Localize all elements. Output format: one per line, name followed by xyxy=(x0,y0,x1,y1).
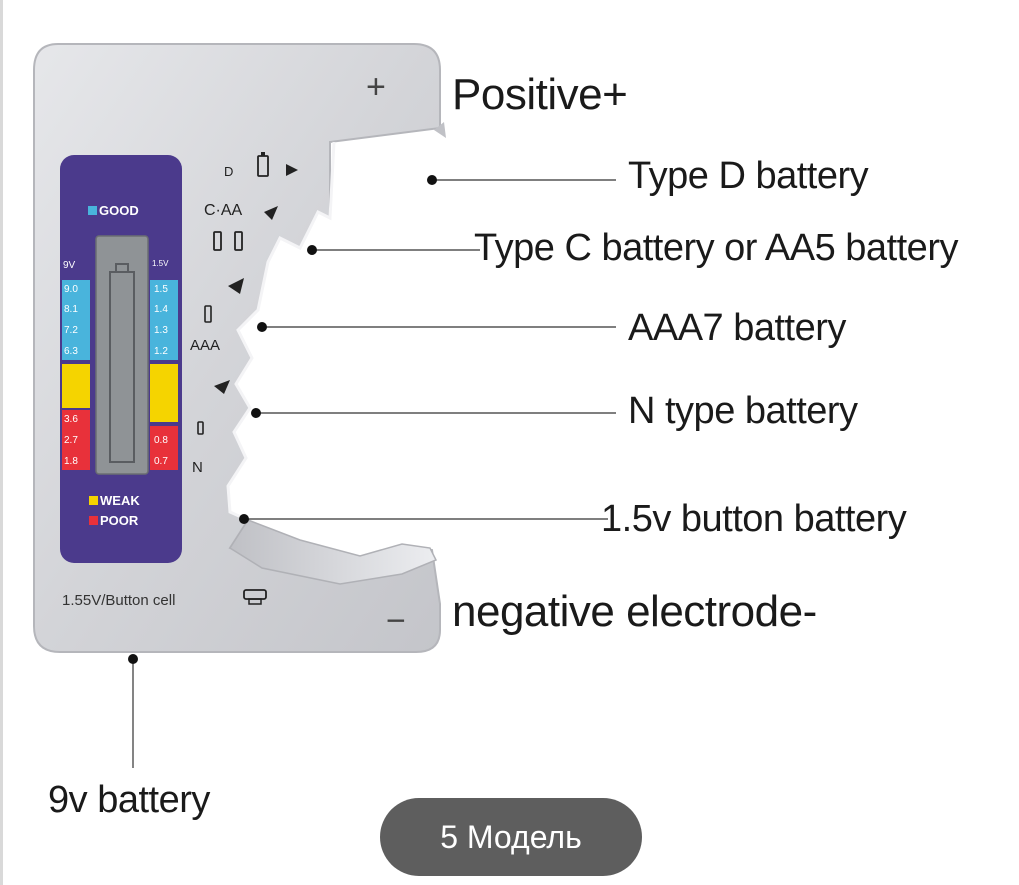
scale-right-value: 1.4 xyxy=(154,304,168,315)
callout-type-c: Type C battery or AA5 battery xyxy=(474,227,958,269)
scale-left-value: 7.2 xyxy=(64,325,78,336)
leader-lines xyxy=(128,175,616,768)
callout-9v: 9v battery xyxy=(48,779,210,821)
callout-type-d: Type D battery xyxy=(628,155,869,197)
callout-aaa7: AAA7 battery xyxy=(628,307,846,349)
right-weak-zone xyxy=(150,364,178,422)
scale-left-value: 1.8 xyxy=(64,456,78,467)
scale-right-header: 1.5V xyxy=(152,259,169,268)
scale-left-header: 9V xyxy=(63,260,76,271)
dot-type-c xyxy=(307,245,317,255)
scale-left-value: 8.1 xyxy=(64,304,78,315)
dot-n-type xyxy=(251,408,261,418)
arrow-caa-icon xyxy=(264,206,278,220)
callout-positive: Positive+ xyxy=(452,70,628,119)
scale-left-value: 9.0 xyxy=(64,284,78,295)
scale-right-value: 1.2 xyxy=(154,346,168,357)
left-weak-zone xyxy=(62,364,90,408)
battery-c-icon xyxy=(213,231,222,251)
dot-type-d xyxy=(427,175,437,185)
slider-arm xyxy=(228,519,438,585)
model-badge[interactable]: 5 Модель xyxy=(380,798,642,876)
arrow-d-icon xyxy=(286,164,298,176)
scale-right-value: 0.8 xyxy=(154,435,168,446)
slot-label-caa: C·AA xyxy=(204,202,243,219)
button-cell-label: 1.55V/Button cell xyxy=(62,592,175,609)
battery-aa-icon xyxy=(234,231,243,251)
right-good-zone xyxy=(150,280,178,360)
weak-swatch xyxy=(89,496,98,505)
slot-label-aaa: AAA xyxy=(190,337,220,354)
dot-aaa7 xyxy=(257,322,267,332)
scale-right-value: 0.7 xyxy=(154,456,168,467)
battery-n-icon xyxy=(197,421,204,435)
left-poor-zone xyxy=(62,410,90,470)
plus-sign: + xyxy=(366,68,386,106)
scale-left-value: 6.3 xyxy=(64,346,78,357)
indicator-panel: GOOD 9V 1.5V 9.0 8.1 7.2 6.3 3.6 2.7 1.8… xyxy=(60,155,182,563)
left-good-zone xyxy=(62,280,90,360)
weak-label: WEAK xyxy=(100,493,140,508)
callout-button-battery: 1.5v button battery xyxy=(601,498,907,540)
poor-label: POOR xyxy=(100,513,139,528)
battery-aaa-icon xyxy=(204,305,212,323)
scale-right-value: 1.3 xyxy=(154,325,168,336)
dot-9v xyxy=(128,654,138,664)
callout-n-type: N type battery xyxy=(628,390,858,432)
right-poor-zone xyxy=(150,426,178,470)
slot-markings: D C·AA AAA N 1.55V/Button cell xyxy=(62,152,298,609)
arrow-n-icon xyxy=(214,380,230,394)
left-edge-border xyxy=(0,0,3,885)
good-label: GOOD xyxy=(99,203,139,218)
dot-button xyxy=(239,514,249,524)
arrow-aaa-icon xyxy=(228,278,244,294)
slot-label-d: D xyxy=(224,164,233,179)
slot-label-n: N xyxy=(192,459,203,476)
poor-swatch xyxy=(89,516,98,525)
good-swatch xyxy=(88,206,97,215)
scale-left-value: 2.7 xyxy=(64,435,78,446)
minus-sign: − xyxy=(386,602,406,640)
scale-left-value: 3.6 xyxy=(64,414,78,425)
scale-right-value: 1.5 xyxy=(154,284,168,295)
callout-negative: negative electrode- xyxy=(452,587,817,636)
